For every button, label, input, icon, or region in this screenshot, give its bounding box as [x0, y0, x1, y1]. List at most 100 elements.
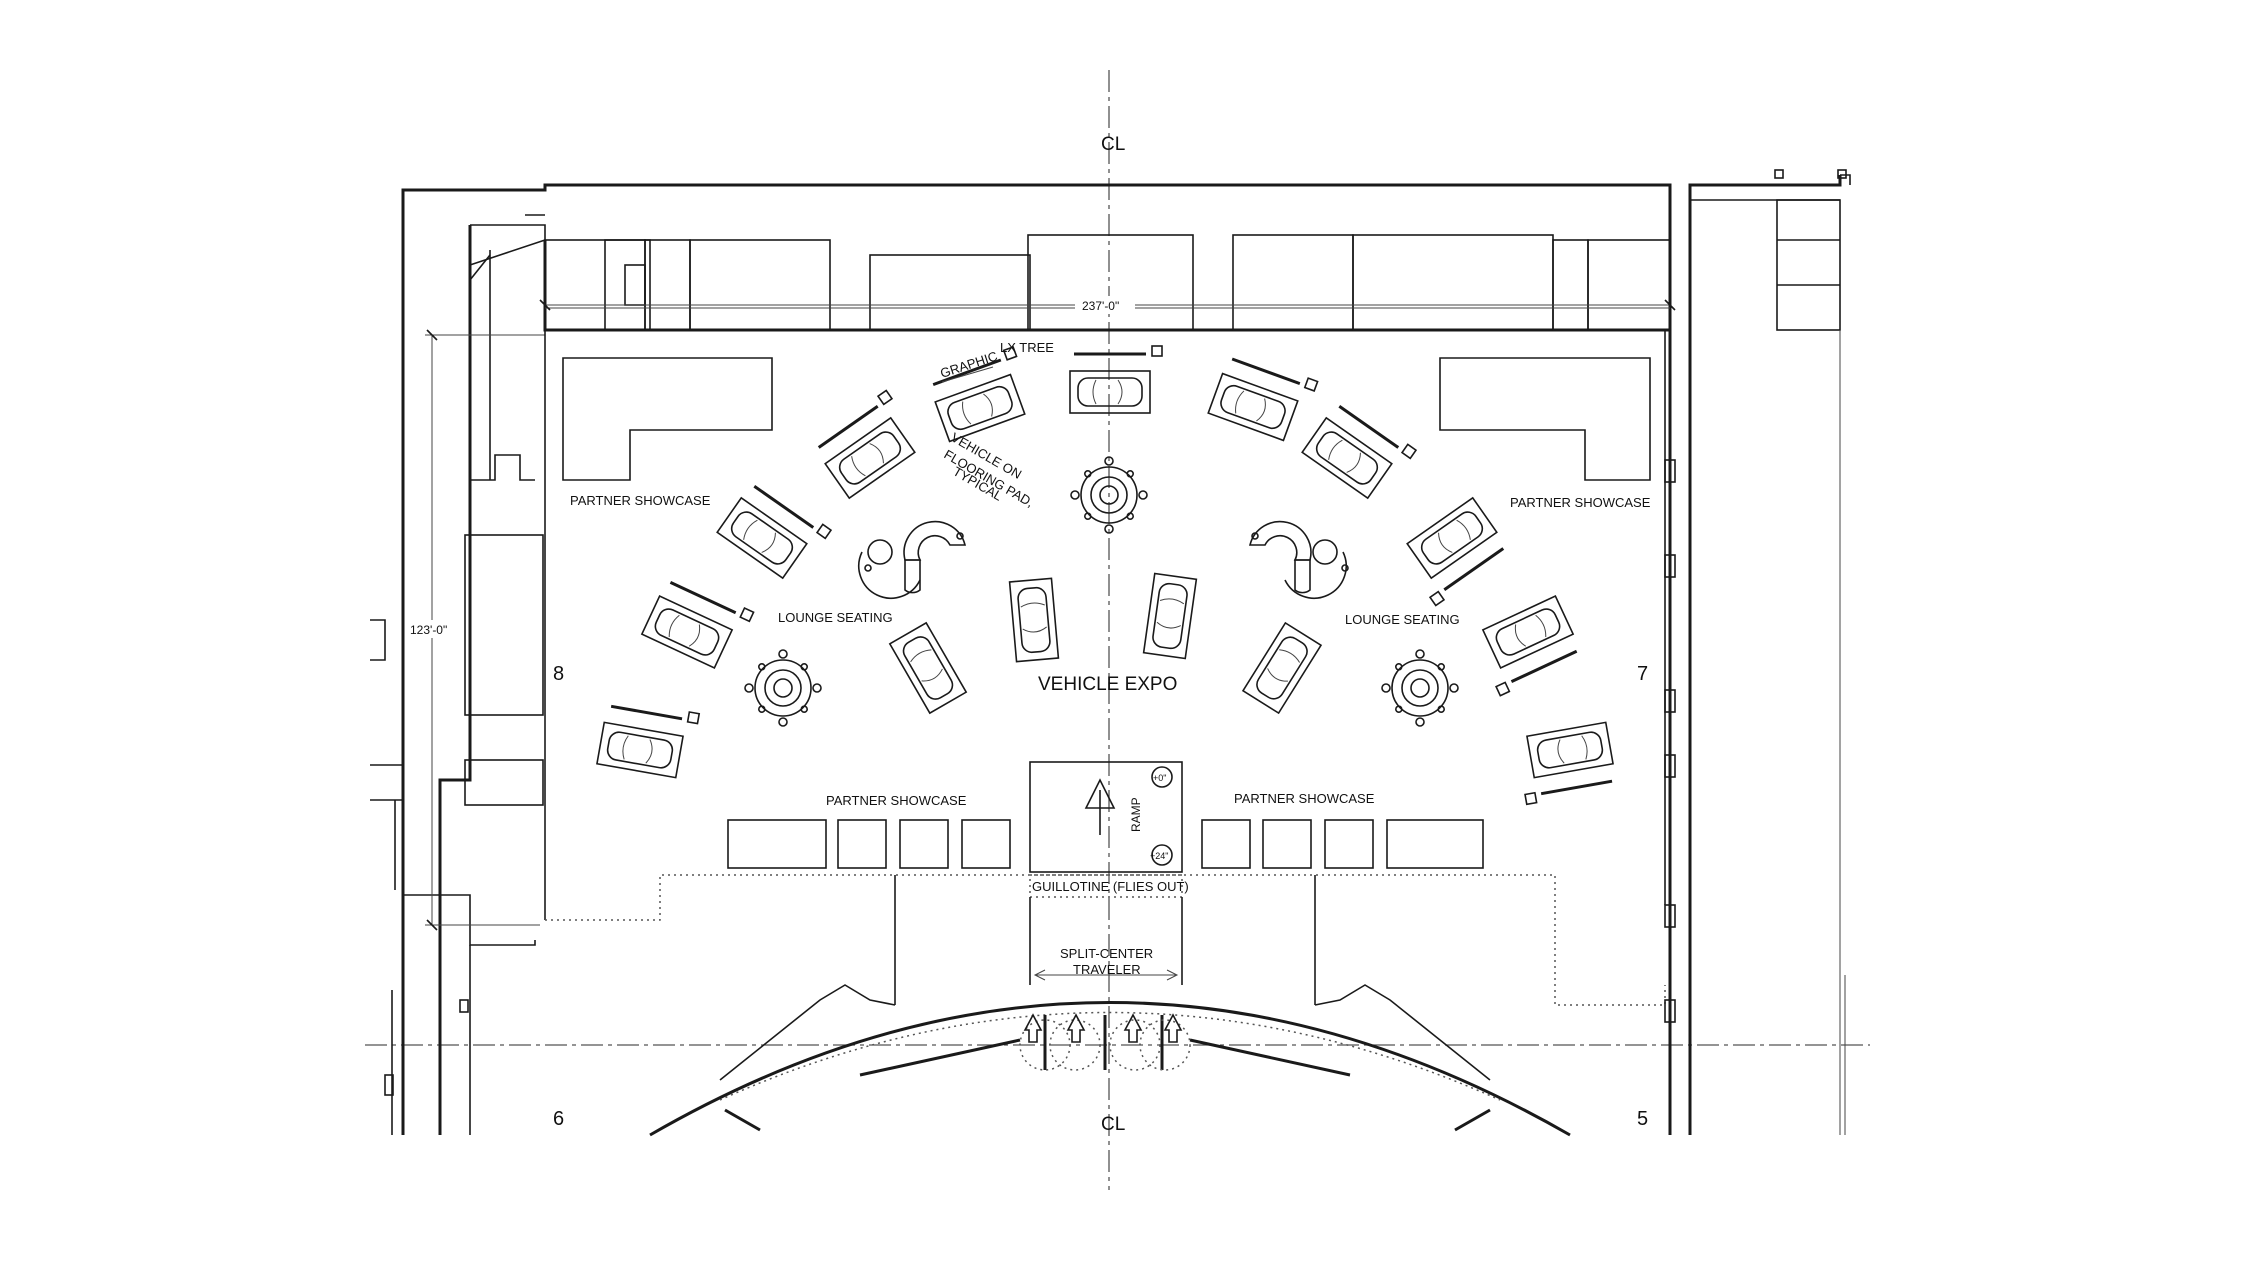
tower-stool — [1381, 683, 1391, 693]
tower-stool — [1415, 717, 1425, 727]
vehicle — [1495, 608, 1561, 656]
tower-stool — [1138, 490, 1148, 500]
width-dimension-text: 237'-0" — [1082, 299, 1119, 313]
traveler-label-line2: TRAVELER — [1073, 962, 1141, 977]
graphic-panel — [1338, 404, 1400, 449]
grid-number-8: 8 — [553, 663, 564, 685]
tower-stool — [1083, 469, 1092, 478]
vehicle — [947, 385, 1013, 431]
vehicle-on-pad — [817, 389, 916, 500]
lounge-seating-label-left: LOUNGE SEATING — [778, 610, 893, 625]
flooring-pad — [1301, 416, 1393, 500]
vehicle-windshield — [1267, 649, 1301, 682]
tower-stool — [1394, 705, 1403, 714]
grid-number-7: 7 — [1637, 663, 1648, 685]
tower-stool — [1126, 512, 1135, 521]
tower-ring — [773, 678, 793, 698]
vehicle-windshield — [1235, 390, 1266, 422]
width-dimension: 237'-0" — [539, 296, 1676, 314]
vehicle-on-pad — [1008, 577, 1060, 663]
tower-ring — [1401, 669, 1439, 707]
graphic-panel — [610, 704, 683, 721]
vehicle-on-pad — [1241, 621, 1323, 715]
lx-tree — [1428, 590, 1446, 607]
tower-stool — [1437, 705, 1446, 714]
tower-stool — [1104, 524, 1114, 534]
flooring-pad — [1008, 577, 1060, 663]
graphic-note: GRAPHIC LX TREE — [938, 340, 1054, 383]
graphic-panel — [932, 358, 1002, 387]
vehicle — [654, 608, 720, 656]
depth-dimension-text: 123'-0" — [410, 623, 447, 637]
vehicle-on-pad — [888, 621, 968, 715]
graphic-panel — [669, 580, 737, 615]
exhibit-hall-boundary — [544, 330, 1666, 1006]
vehicle-on-pad — [1406, 496, 1505, 607]
tower-ring — [1099, 485, 1119, 505]
tower-stool — [800, 705, 809, 714]
tower-stool — [778, 717, 788, 727]
grid-number-6: 6 — [553, 1108, 564, 1130]
display-towers — [744, 456, 1459, 727]
ramp-label: RAMP — [1129, 797, 1143, 832]
display-tower — [1070, 456, 1148, 534]
flooring-pad — [716, 496, 808, 580]
partner-showcase-booths-bottom-right — [1201, 819, 1484, 869]
display-tower — [1381, 649, 1459, 727]
vehicle-windshield — [1156, 598, 1185, 629]
vehicle-on-pad — [1207, 357, 1319, 442]
lx-tree — [1495, 681, 1511, 697]
vehicle-pad-note: VEHICLE ON FLOORING PAD, TYPICAL — [942, 430, 1037, 510]
vehicle-on-pad — [640, 580, 755, 670]
vehicle-on-pad — [596, 704, 701, 779]
vehicle-windshield — [1557, 735, 1588, 764]
vehicle-on-pad — [1481, 594, 1578, 697]
vehicle-windshield — [910, 649, 943, 682]
lx-tree — [739, 606, 755, 623]
lx-tree — [686, 711, 701, 725]
vehicle-on-pad — [1069, 345, 1163, 414]
tower-stool — [1449, 683, 1459, 693]
flooring-pad — [1481, 594, 1575, 670]
tower-ring — [754, 659, 812, 717]
vehicle-on-pad — [1301, 404, 1418, 500]
tower-stool — [812, 683, 822, 693]
entry-arrows — [1023, 1013, 1183, 1043]
graphic-panel — [753, 484, 815, 529]
partner-showcase-booth-right — [1439, 357, 1651, 481]
vehicle — [1536, 731, 1604, 769]
vehicle — [1017, 586, 1051, 654]
tower-ring — [1391, 659, 1449, 717]
lx-tree — [876, 389, 894, 406]
vehicle-windshield — [962, 393, 993, 425]
lounge-seating-label-right: LOUNGE SEATING — [1345, 612, 1460, 627]
partner-showcase-label-bottom-left: PARTNER SHOWCASE — [826, 793, 967, 808]
tower-stool — [1437, 662, 1446, 671]
lx-tree — [1524, 791, 1538, 806]
flooring-pad — [1207, 372, 1299, 442]
vehicle — [606, 731, 674, 769]
flooring-pad — [1069, 370, 1151, 414]
guillotine: GUILLOTINE (FLIES OUT) — [1029, 874, 1189, 898]
vehicle-on-pad — [716, 484, 833, 580]
lx-tree — [815, 523, 833, 540]
vehicle — [1256, 636, 1308, 700]
vehicle — [902, 636, 954, 700]
depth-dimension: 123'-0" — [408, 329, 545, 931]
lx-tree — [1400, 443, 1418, 460]
tower-stool — [1394, 662, 1403, 671]
tower-stool — [744, 683, 754, 693]
vehicle — [1152, 582, 1188, 650]
centerline-mark-top: CL — [1101, 134, 1125, 155]
tower-ring — [764, 669, 802, 707]
display-tower — [744, 649, 822, 727]
right-wall-details — [1664, 169, 1847, 1023]
backstage-rooms — [543, 234, 1672, 332]
tower-ring — [1080, 466, 1138, 524]
tower-stool — [1104, 456, 1114, 466]
vehicle — [1315, 431, 1379, 485]
guillotine-label: GUILLOTINE (FLIES OUT) — [1032, 879, 1189, 894]
graphic-panel — [817, 404, 879, 449]
vehicle-windshield — [851, 443, 884, 477]
graphic-panel — [1443, 547, 1505, 592]
